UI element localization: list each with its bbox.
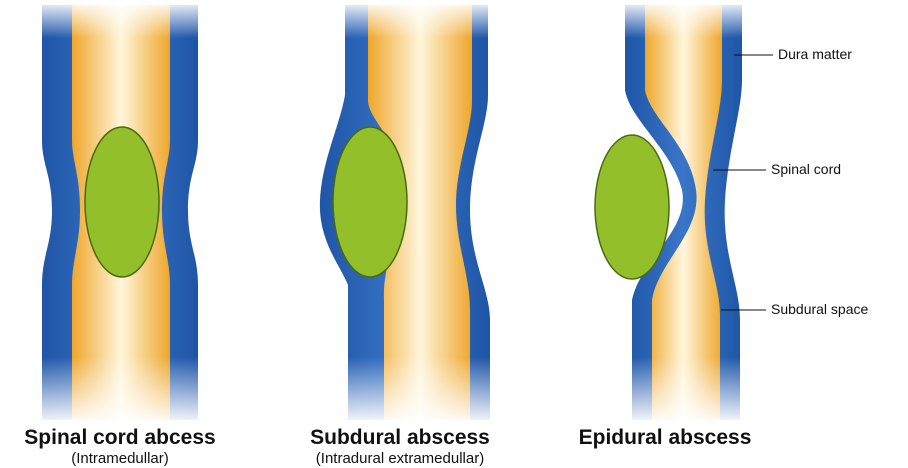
panel-2-title: Subdural abscess (270, 426, 530, 450)
panel-1-subtitle: (Intramedullar) (0, 450, 240, 467)
spinal-cord-label: Spinal cord (771, 161, 841, 177)
subdural-space-label: Subdural space (771, 301, 868, 317)
dura-mater-label: Dura matter (778, 46, 852, 62)
fade-overlay (0, 0, 908, 425)
panel-3-title: Epidural abscess (560, 426, 770, 450)
panel-1-title: Spinal cord abcess (0, 426, 240, 450)
panel-2-subtitle: (Intradural extramedullar) (270, 450, 530, 467)
